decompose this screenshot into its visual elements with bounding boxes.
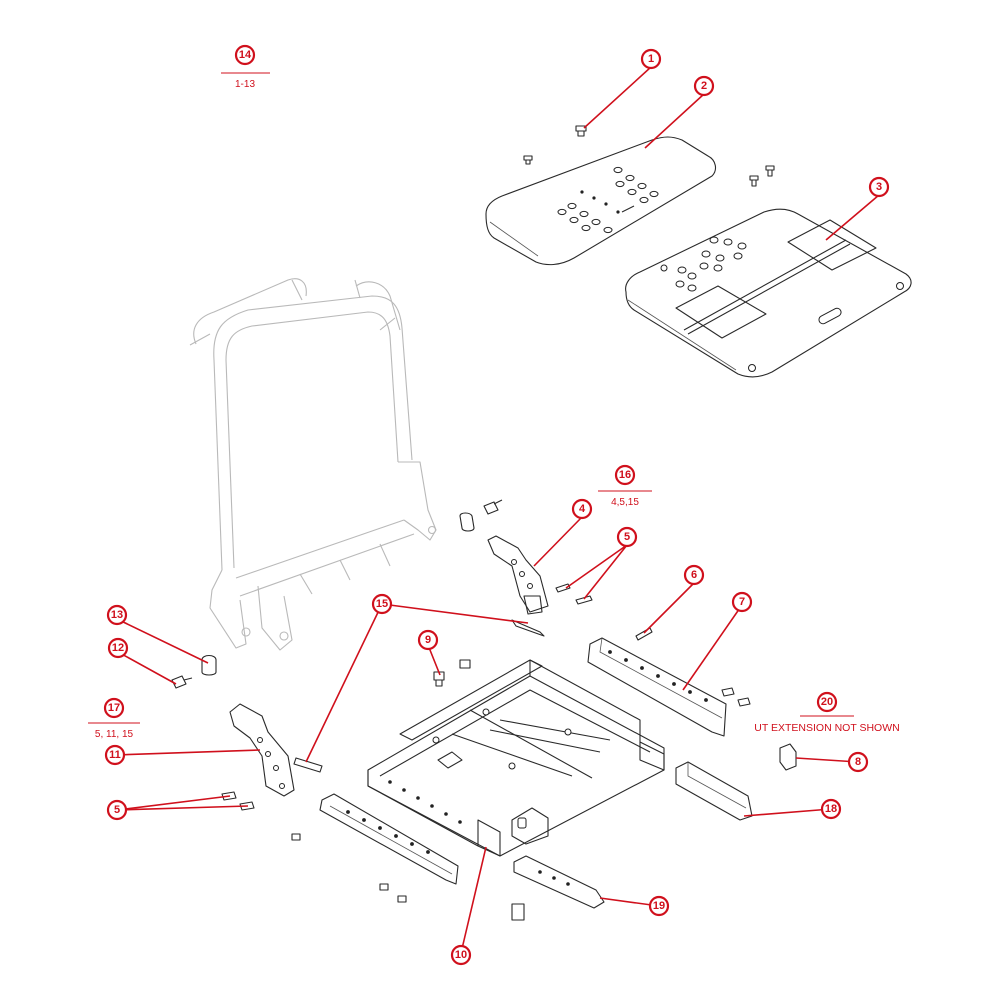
ghost-backrest-frame	[189, 278, 437, 651]
pin-item-6	[635, 627, 653, 641]
clip-item-8	[779, 743, 797, 771]
callout-14: 14	[234, 44, 256, 66]
callout-10: 10	[450, 944, 472, 966]
slide-rail-left	[319, 793, 459, 885]
base-frame-item-10	[367, 659, 665, 857]
pins-item-9	[433, 659, 471, 687]
pins-item-5-lower	[221, 791, 255, 811]
callout-12-number: 12	[112, 642, 124, 654]
callout-5a-number: 5	[624, 531, 630, 543]
callout-5b: 5	[106, 799, 128, 821]
assembly-16-label: 4,5,15	[598, 490, 652, 508]
callout-18-number: 18	[825, 803, 837, 815]
assembly-17-label: 5, 11, 15	[88, 722, 140, 740]
callout-20-number: 20	[821, 696, 833, 708]
extension-item-18	[675, 761, 753, 821]
pins-item-5-upper	[555, 583, 593, 605]
extension-item-19	[513, 855, 605, 909]
callout-13: 13	[106, 604, 128, 626]
seat-pan-top-holes	[557, 166, 659, 234]
callout-3-number: 3	[876, 181, 882, 193]
callout-16: 16	[614, 464, 636, 486]
ut-extension-note-text: UT EXTENSION NOT SHOWN	[754, 722, 899, 734]
callout-1: 1	[640, 48, 662, 70]
callout-13-number: 13	[111, 609, 123, 621]
bracket-item-11	[229, 703, 295, 797]
screws-near-rail	[721, 687, 751, 707]
assembly-17-items: 5, 11, 15	[95, 729, 134, 740]
callout-6-number: 6	[691, 569, 697, 581]
callout-16-number: 16	[619, 469, 631, 481]
assembly-16-items: 4,5,15	[611, 497, 639, 508]
bolt-item-12	[171, 675, 193, 689]
assembly-14-label: 1-13	[221, 72, 270, 90]
callout-15: 15	[371, 593, 393, 615]
callout-11: 11	[104, 744, 126, 766]
callout-2: 2	[693, 75, 715, 97]
callout-10-number: 10	[455, 949, 467, 961]
callout-9-number: 9	[425, 634, 431, 646]
callout-5b-number: 5	[114, 804, 120, 816]
callout-4: 4	[571, 498, 593, 520]
bracket-item-4	[487, 535, 549, 615]
callout-11-number: 11	[109, 749, 121, 761]
callout-leaders	[114, 66, 880, 954]
callout-8: 8	[847, 751, 869, 773]
seat-pan-top	[485, 136, 717, 266]
callout-14-number: 14	[239, 49, 252, 61]
callout-2-number: 2	[701, 80, 707, 92]
seat-plate-lower-holes	[675, 236, 747, 292]
callout-4-number: 4	[579, 503, 586, 515]
callout-7-number: 7	[739, 596, 745, 608]
callout-15-number: 15	[376, 598, 388, 610]
callout-12: 12	[107, 637, 129, 659]
screws-lower	[291, 833, 525, 921]
callout-1-number: 1	[648, 53, 654, 65]
callout-6: 6	[683, 564, 705, 586]
ut-extension-note: UT EXTENSION NOT SHOWN	[754, 715, 900, 734]
callout-5a: 5	[616, 526, 638, 548]
screws-item-1	[523, 125, 775, 187]
seat-plate-lower	[625, 208, 912, 378]
callout-17: 17	[103, 697, 125, 719]
bolt-and-spacer-item-16	[459, 499, 503, 532]
bushing-item-13	[201, 654, 217, 676]
callout-18: 18	[820, 798, 842, 820]
strap-item-15	[293, 619, 545, 773]
callout-8-number: 8	[855, 756, 861, 768]
callout-19-number: 19	[653, 900, 665, 912]
callout-3: 3	[868, 176, 890, 198]
side-rail-item-7	[587, 637, 727, 737]
callout-9: 9	[417, 629, 439, 651]
callout-17-number: 17	[108, 702, 120, 714]
callout-7: 7	[731, 591, 753, 613]
callout-20: 20	[816, 691, 838, 713]
callout-19: 19	[648, 895, 670, 917]
assembly-14-items: 1-13	[235, 79, 255, 90]
